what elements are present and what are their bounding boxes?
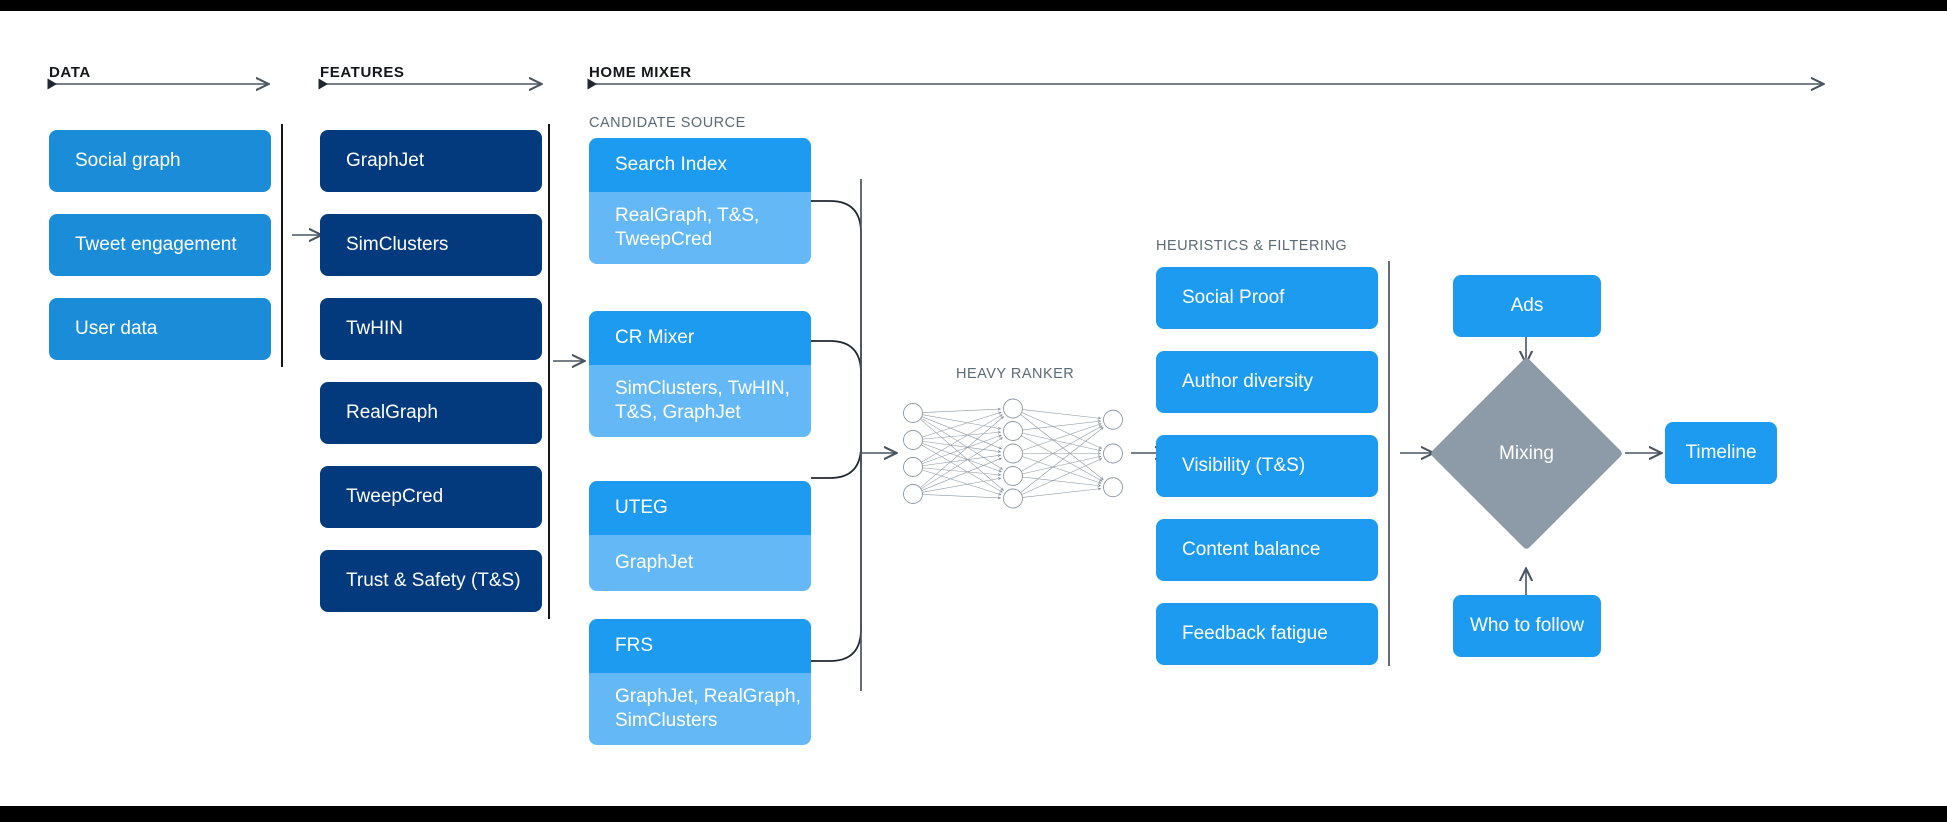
ads-box[interactable]: Ads <box>1453 275 1601 337</box>
subsection-title-candidate-source: CANDIDATE SOURCE <box>589 115 746 131</box>
feature-box-tweepcred[interactable]: TweepCred <box>320 466 542 528</box>
neural-node <box>903 484 923 504</box>
data-box-social-graph[interactable]: Social graph <box>49 130 271 192</box>
feature-box-twhin[interactable]: TwHIN <box>320 298 542 360</box>
candidate-source-title: CR Mixer <box>589 311 811 365</box>
mixing-diamond-label: Mixing <box>1499 443 1554 464</box>
neural-network-graphic <box>903 398 1123 509</box>
heuristic-box-visibility[interactable]: Visibility (T&S) <box>1156 435 1378 497</box>
heuristic-box-content-balance[interactable]: Content balance <box>1156 519 1378 581</box>
feature-box-label: Trust & Safety (T&S) <box>346 569 521 591</box>
neural-node <box>1003 443 1023 464</box>
diagram-canvas: DATA FEATURES HOME MIXER CANDIDATE SOURC… <box>0 11 1947 806</box>
neural-node <box>903 430 923 450</box>
neural-node <box>1103 477 1123 498</box>
subsection-title-heavy-ranker: HEAVY RANKER <box>956 366 1075 382</box>
feature-box-label: RealGraph <box>346 401 438 423</box>
data-box-user-data[interactable]: User data <box>49 298 271 360</box>
timeline-box[interactable]: Timeline <box>1665 422 1777 484</box>
candidate-source-card-cr-mixer[interactable]: CR Mixer SimClusters, TwHIN, T&S, GraphJ… <box>589 311 811 437</box>
who-to-follow-box-label: Who to follow <box>1469 614 1585 636</box>
neural-node <box>903 403 923 423</box>
feature-box-label: TwHIN <box>346 317 403 339</box>
candidate-source-title: Search Index <box>589 138 811 192</box>
data-box-label: Social graph <box>75 149 181 171</box>
candidate-source-detail: GraphJet <box>589 535 811 591</box>
neural-node <box>1003 421 1023 441</box>
heuristic-box-author-diversity[interactable]: Author diversity <box>1156 351 1378 413</box>
candidate-source-card-search-index[interactable]: Search Index RealGraph, T&S, TweepCred <box>589 138 811 264</box>
heuristic-box-label: Feedback fatigue <box>1182 622 1328 644</box>
feature-box-label: TweepCred <box>346 485 444 507</box>
timeline-box-label: Timeline <box>1685 441 1757 463</box>
heuristic-box-label: Author diversity <box>1182 370 1313 392</box>
candidate-source-card-frs[interactable]: FRS GraphJet, RealGraph, SimClusters <box>589 619 811 745</box>
section-title-data: DATA <box>49 64 91 81</box>
neural-node <box>1103 409 1123 430</box>
feature-box-simclusters[interactable]: SimClusters <box>320 214 542 276</box>
heuristic-box-label: Social Proof <box>1182 286 1285 308</box>
neural-node <box>1003 488 1023 509</box>
heuristic-box-label: Content balance <box>1182 538 1321 560</box>
data-box-label: User data <box>75 317 158 339</box>
candidate-source-detail: GraphJet, RealGraph, SimClusters <box>589 673 811 745</box>
section-title-home-mixer: HOME MIXER <box>589 64 692 81</box>
neural-node <box>1003 398 1023 419</box>
heuristic-box-feedback-fatigue[interactable]: Feedback fatigue <box>1156 603 1378 665</box>
candidate-collector-curves <box>811 179 862 691</box>
feature-box-realgraph[interactable]: RealGraph <box>320 382 542 444</box>
section-title-features: FEATURES <box>320 64 405 81</box>
separator-data-features <box>281 124 283 367</box>
neural-node <box>1103 443 1123 464</box>
data-box-label: Tweet engagement <box>75 233 237 255</box>
candidate-source-title: FRS <box>589 619 811 673</box>
candidate-source-detail: RealGraph, T&S, TweepCred <box>589 192 811 264</box>
feature-box-graphjet[interactable]: GraphJet <box>320 130 542 192</box>
letterbox-top <box>0 0 1947 11</box>
feature-box-trust-safety[interactable]: Trust & Safety (T&S) <box>320 550 542 612</box>
candidate-source-card-uteg[interactable]: UTEG GraphJet <box>589 481 811 591</box>
letterbox-bottom <box>0 806 1947 822</box>
who-to-follow-box[interactable]: Who to follow <box>1453 595 1601 657</box>
separator-features-homemixer <box>548 124 550 619</box>
ads-box-label: Ads <box>1510 294 1544 316</box>
feature-box-label: GraphJet <box>346 149 425 171</box>
data-box-tweet-engagement[interactable]: Tweet engagement <box>49 214 271 276</box>
feature-box-label: SimClusters <box>346 233 449 255</box>
subsection-title-heuristics: HEURISTICS & FILTERING <box>1156 238 1348 254</box>
neural-node <box>1003 466 1023 486</box>
neural-node <box>903 457 923 477</box>
candidate-source-title: UTEG <box>589 481 811 535</box>
candidate-source-detail: SimClusters, TwHIN, T&S, GraphJet <box>589 365 811 437</box>
heuristic-box-social-proof[interactable]: Social Proof <box>1156 267 1378 329</box>
heavy-ranker-neural-network <box>895 386 1131 521</box>
heuristic-box-label: Visibility (T&S) <box>1182 454 1306 476</box>
